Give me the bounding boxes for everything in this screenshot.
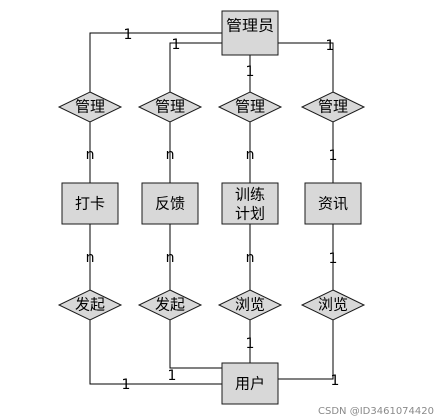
relationship-manage-3-label: 管理 [235, 98, 265, 116]
entity-user: 用户 [221, 362, 279, 405]
edge-admin-manage2 [169, 42, 222, 92]
edges [89, 32, 334, 385]
edge-initiate2-user [169, 320, 222, 369]
relationship-manage-3: 管理 [217, 91, 283, 123]
entity-clockin: 打卡 [61, 182, 119, 225]
relationship-manage-4: 管理 [300, 91, 366, 123]
card-initiate2-user: 1 [168, 368, 177, 384]
entity-admin-label: 管理员 [226, 17, 274, 35]
relationship-manage-4-label: 管理 [318, 98, 348, 116]
relationship-browse-2: 浏览 [300, 289, 366, 321]
entity-feedback-label: 反馈 [155, 195, 185, 213]
relationship-initiate-1-label: 发起 [75, 296, 105, 314]
relationship-browse-1: 浏览 [217, 289, 283, 321]
watermark: CSDN @ID3461074420 [318, 406, 434, 417]
cardinalities: 1 1 1 1 n n n 1 n n n 1 1 1 1 1 [86, 27, 340, 393]
entity-news: 资讯 [304, 182, 362, 225]
card-manage1-clockin: n [86, 147, 95, 163]
relationship-initiate-2: 发起 [137, 289, 203, 321]
entity-feedback: 反馈 [141, 182, 199, 225]
entity-user-label: 用户 [235, 375, 265, 393]
relationship-manage-2-label: 管理 [155, 98, 185, 116]
card-manage4-news: 1 [329, 148, 338, 164]
relationship-manage-1-label: 管理 [75, 98, 105, 116]
card-manage2-feedback: n [166, 147, 175, 163]
edge-admin-manage1 [89, 32, 222, 92]
card-browse1-user: 1 [246, 336, 255, 352]
card-admin-manage3: 1 [246, 64, 255, 80]
card-feedback-initiate2: n [166, 250, 175, 266]
card-news-browse2: 1 [329, 251, 338, 267]
entity-training-label-2: 计划 [235, 205, 265, 223]
relationship-initiate-1: 发起 [57, 289, 123, 321]
card-initiate1-user: 1 [122, 377, 131, 393]
edge-initiate1-user [89, 320, 222, 385]
entity-training-label-1: 训练 [235, 186, 265, 204]
edge-browse2-user [278, 320, 334, 380]
card-training-browse1: n [246, 250, 255, 266]
relationship-manage-2: 管理 [137, 91, 203, 123]
entity-news-label: 资讯 [318, 195, 348, 213]
card-admin-manage1: 1 [124, 27, 133, 43]
edge-admin-manage4 [278, 42, 334, 92]
card-clockin-initiate1: n [86, 250, 95, 266]
card-browse2-user: 1 [331, 373, 340, 389]
entity-clockin-label: 打卡 [75, 195, 105, 213]
card-manage3-training: n [246, 147, 255, 163]
relationship-manage-1: 管理 [57, 91, 123, 123]
relationship-browse-2-label: 浏览 [318, 296, 348, 314]
entity-admin: 管理员 [221, 10, 279, 56]
card-admin-manage2: 1 [172, 37, 181, 53]
relationship-initiate-2-label: 发起 [155, 296, 185, 314]
entity-training-plan: 训练 计划 [221, 182, 279, 225]
card-admin-manage4: 1 [326, 38, 335, 54]
relationship-browse-1-label: 浏览 [235, 296, 265, 314]
